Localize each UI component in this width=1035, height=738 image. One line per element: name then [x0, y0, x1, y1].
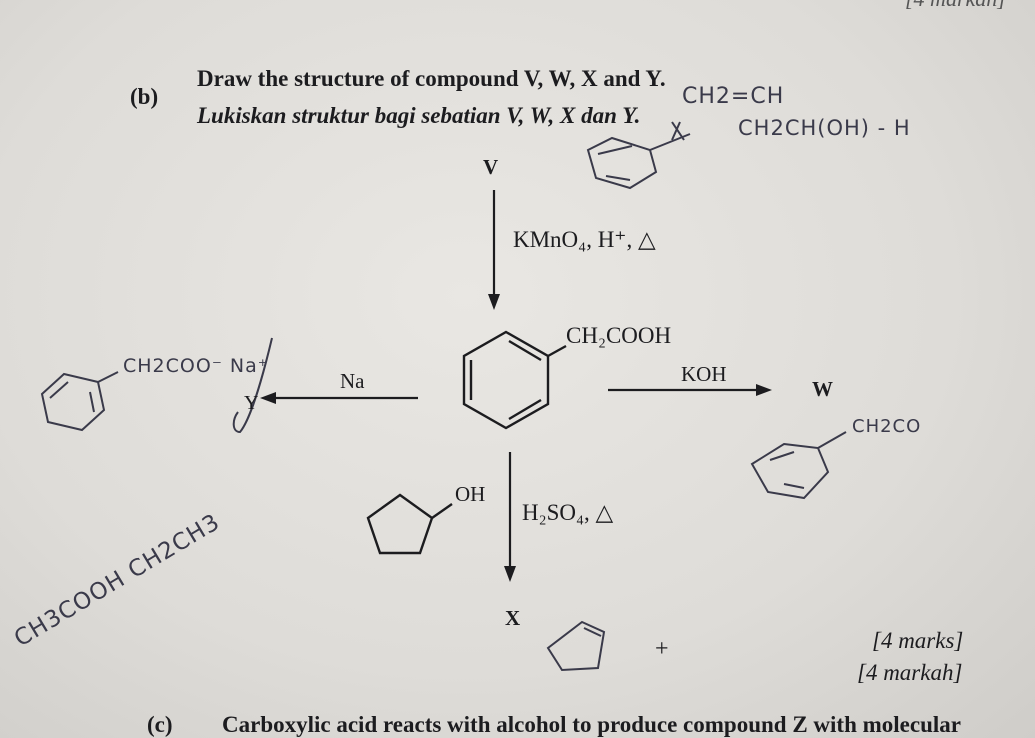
hand-cyclopentene — [546, 620, 606, 672]
marks-malay: [4 markah] — [857, 660, 963, 685]
oh-label: OH — [455, 482, 486, 506]
part-b-label: (b) — [130, 84, 159, 109]
instruction-malay: Lukiskan struktur bagi sebatian V, W, X … — [197, 103, 641, 128]
reagent-h2so4: H₂SO₄, △ — [522, 500, 614, 525]
compound-x-label: X — [505, 606, 521, 630]
plus-sign: + — [655, 636, 669, 662]
hand-benzene-left — [40, 371, 119, 432]
arrowhead-down-2 — [504, 566, 516, 582]
hand-benzene-right — [750, 431, 847, 500]
part-c-label: (c) — [147, 712, 173, 737]
reagent-na: Na — [340, 369, 365, 393]
reagent-koh: KOH — [681, 362, 727, 386]
center-substituent: CH₂COOH — [566, 323, 672, 348]
hand-top-right-2: CH2CH(OH) - H — [738, 116, 911, 140]
hand-benzene-top — [586, 133, 691, 190]
hand-y-answer: CH2COO⁻ Na⁺ — [123, 355, 269, 377]
hand-w-answer: CH2CO — [852, 416, 922, 437]
part-c-text: Carboxylic acid reacts with alcohol to p… — [222, 712, 961, 737]
arrowhead-down-1 — [488, 294, 500, 310]
hand-top-right-1: CH2=CH — [682, 84, 785, 109]
marks-english: [4 marks] — [872, 628, 964, 653]
compound-v-label: V — [483, 155, 499, 179]
arrowhead-right — [756, 384, 772, 396]
arrowhead-left — [260, 392, 276, 404]
cyclopentanol-ring — [366, 493, 453, 555]
hand-scribble — [671, 121, 685, 141]
reagent-kmno4: KMnO₄, H⁺, △ — [513, 227, 656, 252]
center-benzene-ring — [462, 330, 567, 430]
instruction-english: Draw the structure of compound V, W, X a… — [197, 66, 666, 91]
compound-y-label: Y — [244, 392, 259, 414]
compound-w-label: W — [812, 377, 833, 401]
corner-marks-text: [4 markah] — [905, 0, 1006, 12]
hand-check-mark — [232, 337, 273, 434]
